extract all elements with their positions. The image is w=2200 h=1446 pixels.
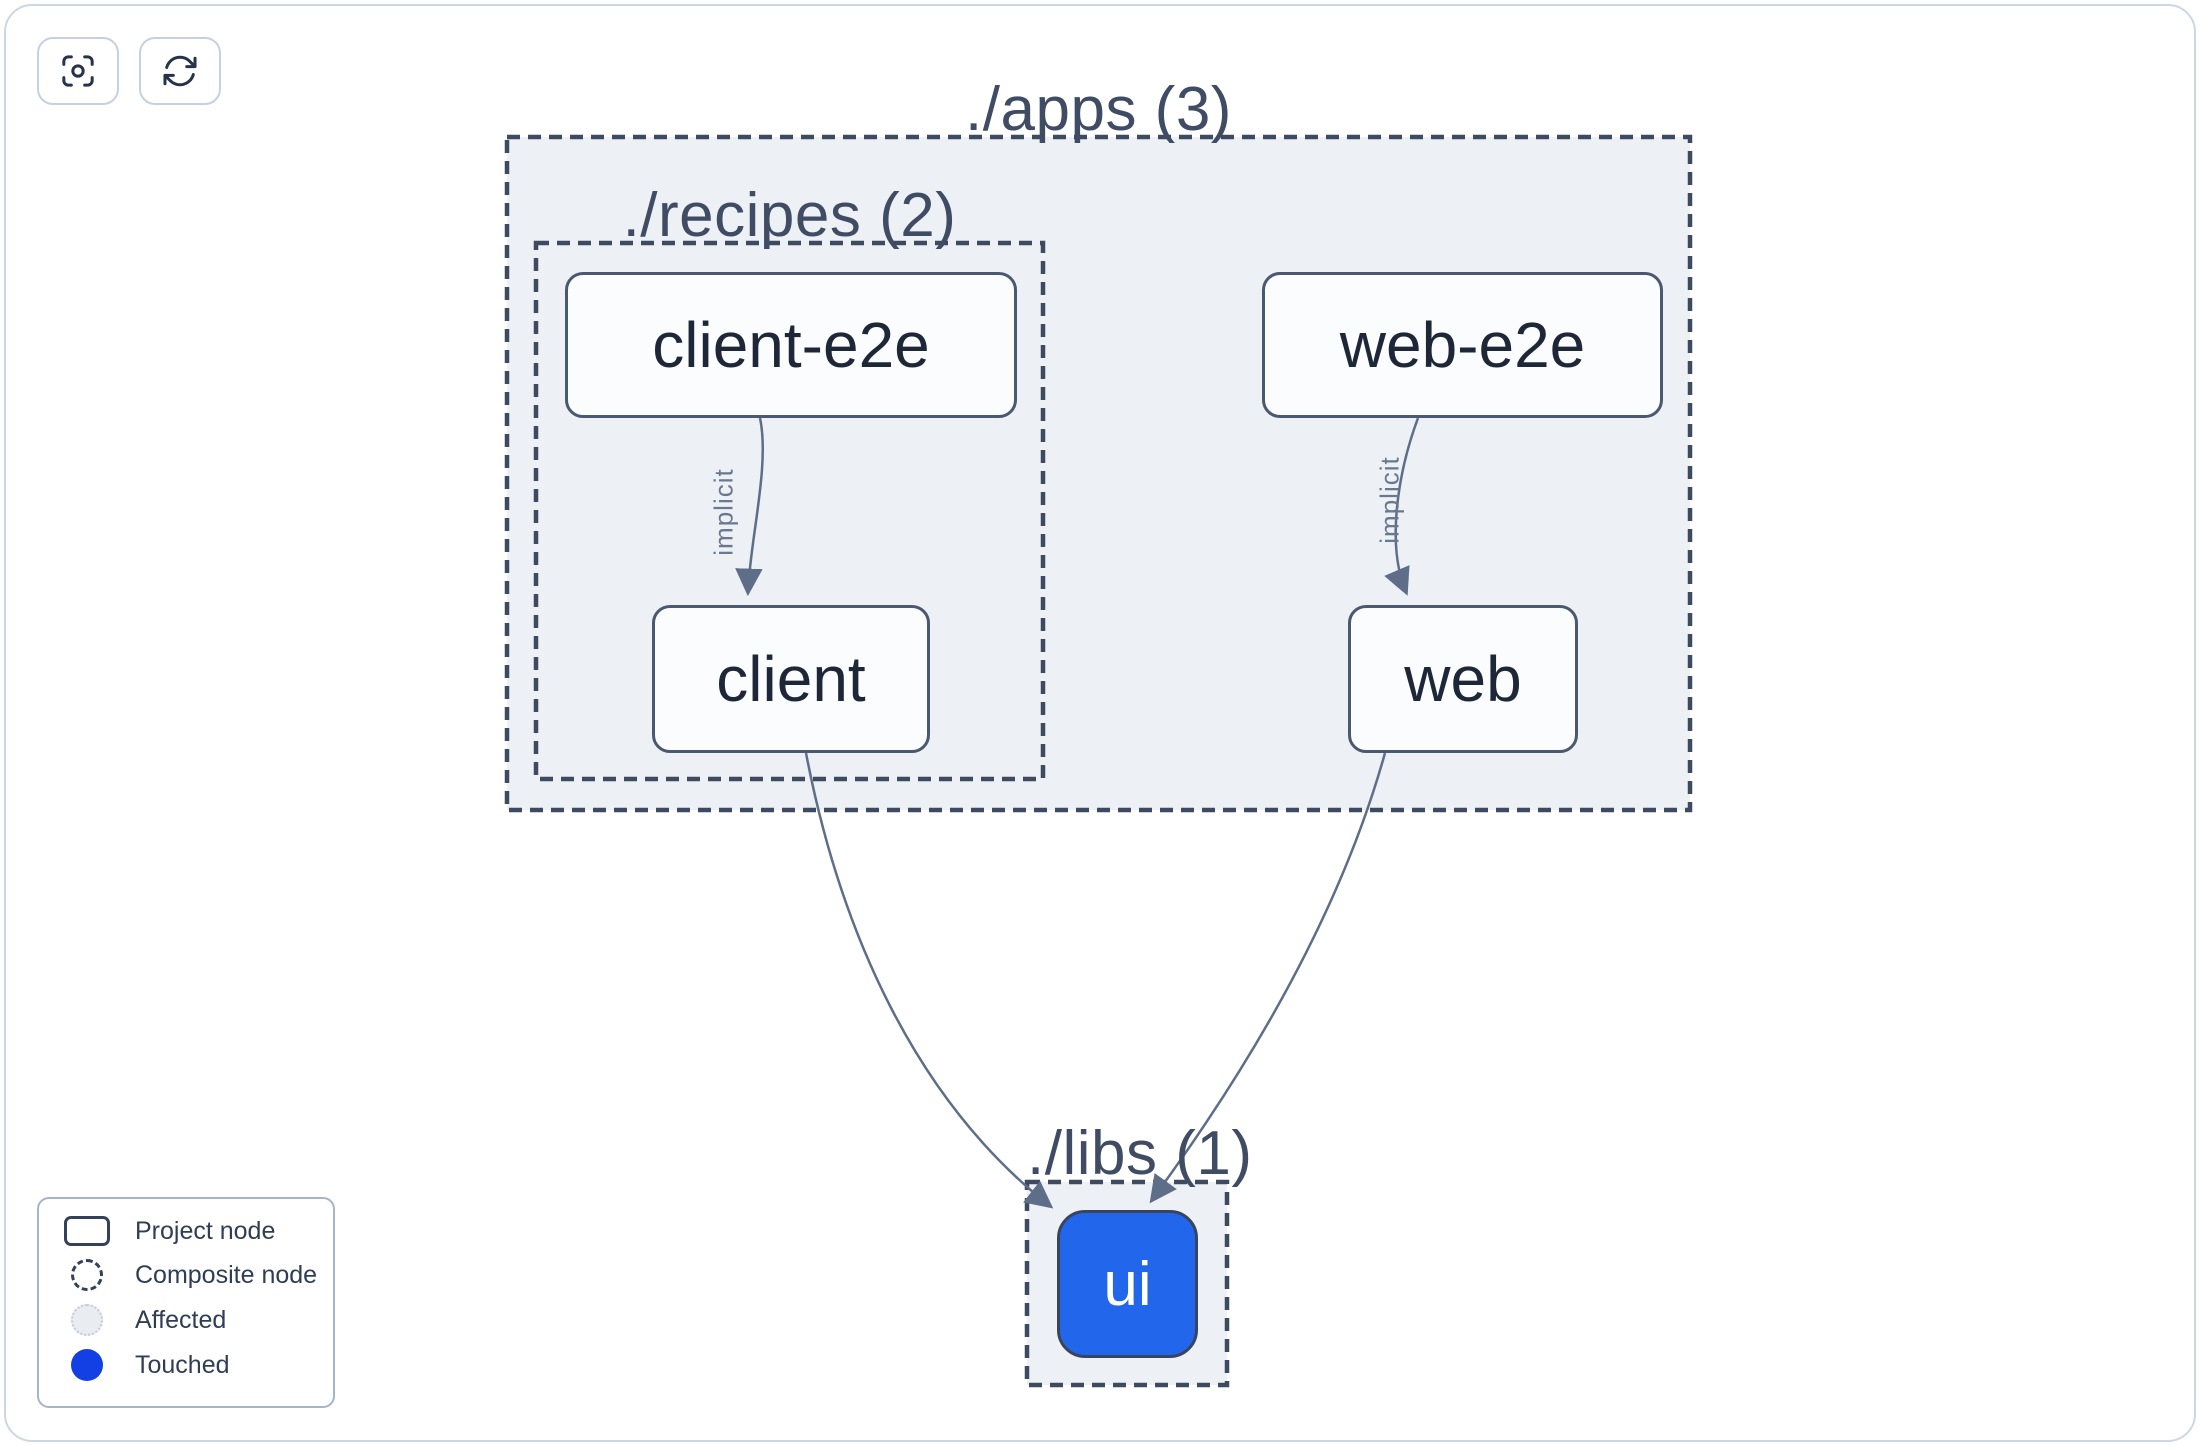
legend-item-affected: Affected: [39, 1304, 333, 1336]
legend-item-composite-node: Composite node: [39, 1259, 333, 1291]
refresh-button[interactable]: [139, 37, 221, 105]
legend-label: Affected: [135, 1305, 227, 1334]
edge-web-to-ui: [1149, 752, 1387, 1204]
legend: Project node Composite node Affected Tou…: [37, 1197, 335, 1408]
edge-label-implicit-web: implicit: [1374, 456, 1405, 544]
group-label-apps: ./apps (3): [965, 75, 1232, 144]
composite-node-swatch-icon: [71, 1259, 103, 1291]
project-node-ui[interactable]: ui: [1057, 1210, 1198, 1358]
focus-button[interactable]: [37, 37, 119, 105]
toolbar: [37, 37, 221, 105]
legend-item-project-node: Project node: [39, 1216, 333, 1246]
project-node-client-e2e[interactable]: client-e2e: [565, 272, 1017, 418]
edge-client-to-ui: [804, 752, 1054, 1209]
focus-icon: [58, 51, 98, 91]
edge-web-e2e-to-web: [1384, 417, 1420, 596]
legend-label: Composite node: [135, 1260, 318, 1289]
group-label-libs: ./libs (1): [1027, 1119, 1253, 1188]
group-label-recipes: ./recipes (2): [622, 181, 957, 250]
legend-label: Touched: [135, 1350, 230, 1379]
legend-label: Project node: [135, 1216, 276, 1245]
project-node-swatch-icon: [64, 1216, 110, 1246]
project-node-client[interactable]: client: [652, 605, 930, 753]
project-node-web[interactable]: web: [1348, 605, 1578, 753]
edge-label-implicit-client: implicit: [708, 468, 739, 556]
project-node-web-e2e[interactable]: web-e2e: [1262, 272, 1663, 418]
edge-client-e2e-to-client: [735, 417, 765, 597]
affected-swatch-icon: [71, 1304, 103, 1336]
legend-item-touched: Touched: [39, 1349, 333, 1381]
refresh-icon: [160, 51, 200, 91]
touched-swatch-icon: [71, 1349, 103, 1381]
